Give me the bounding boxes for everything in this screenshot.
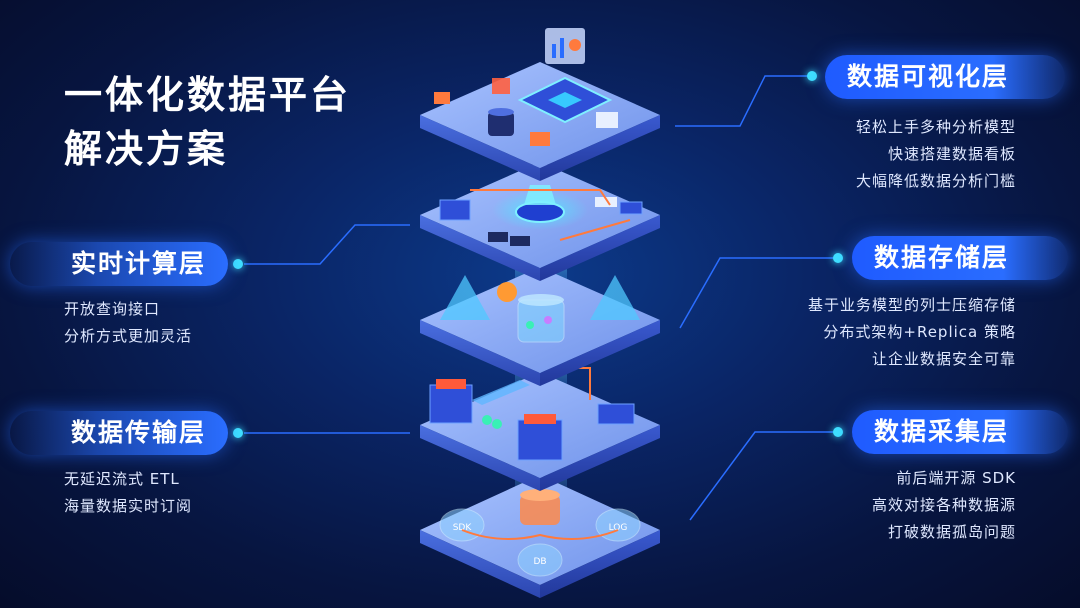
leader-dot-visualization: [807, 71, 817, 81]
desc-line: 前后端开源 SDK: [896, 469, 1016, 487]
platform-layer-compute: [420, 162, 660, 281]
platform-layer-storage: [420, 267, 660, 386]
emoji-icon: [497, 282, 517, 302]
transport-box-right: [517, 419, 563, 461]
layer-desc-collection: 前后端开源 SDK 高效对接各种数据源 打破数据孤岛问题: [872, 465, 1016, 546]
dome-sdk-label: SDK: [453, 523, 473, 533]
dome-db-label: DB: [533, 557, 546, 567]
title-line-2: 解决方案: [64, 127, 229, 171]
leader-dot-transport: [233, 428, 243, 438]
server-cylinder: [488, 112, 514, 136]
layer-label-compute: 实时计算层: [10, 242, 228, 286]
desc-line: 轻松上手多种分析模型: [855, 118, 1016, 136]
desc-line: 大幅降低数据分析门槛: [855, 172, 1016, 190]
desc-line: 让企业数据安全可靠: [871, 350, 1016, 368]
layer-label-storage: 数据存储层: [852, 236, 1068, 280]
page-title: 一体化数据平台 解决方案: [64, 68, 351, 176]
dome-db: [517, 543, 563, 577]
platform-layer-collection: SDK DB LOG: [420, 475, 660, 598]
desc-line: 开放查询接口: [64, 300, 161, 318]
dome-log-label: LOG: [609, 523, 628, 533]
platform-layer-transport: [420, 367, 660, 491]
title-line-1: 一体化数据平台: [64, 73, 352, 117]
leader-line-storage: [679, 257, 838, 329]
platform-layer-visualization: [420, 28, 660, 181]
transport-conveyor: [472, 380, 530, 405]
leader-dot-collection: [833, 427, 843, 437]
leader-dot-storage: [833, 253, 843, 263]
layer-desc-visualization: 轻松上手多种分析模型 快速搭建数据看板 大幅降低数据分析门槛: [856, 114, 1016, 195]
leader-line-visualization: [675, 75, 812, 127]
desc-line: 基于业务模型的列士压缩存储: [807, 296, 1016, 314]
db-cylinder: [520, 495, 560, 525]
transport-box-left: [429, 384, 473, 424]
leader-line-collection: [689, 431, 838, 521]
desc-line: 高效对接各种数据源: [871, 496, 1016, 514]
desc-line: 打破数据孤岛问题: [887, 523, 1016, 541]
storage-cone-left: [440, 275, 490, 320]
layer-desc-storage: 基于业务模型的列士压缩存储 分布式架构+Replica 策略 让企业数据安全可靠: [808, 292, 1016, 373]
layer-label-transport: 数据传输层: [10, 411, 228, 455]
desc-line: 海量数据实时订阅: [64, 497, 193, 515]
leader-line-compute: [244, 224, 410, 265]
desc-line: 快速搭建数据看板: [887, 145, 1016, 163]
desc-line: 分布式架构+Replica 策略: [823, 323, 1016, 341]
layer-label-visualization: 数据可视化层: [825, 55, 1065, 99]
leader-dot-compute: [233, 259, 243, 269]
layer-desc-transport: 无延迟流式 ETL 海量数据实时订阅: [64, 466, 192, 520]
storage-cone-right: [590, 275, 640, 320]
desc-line: 分析方式更加灵活: [64, 327, 193, 345]
layer-label-collection: 数据采集层: [852, 410, 1068, 454]
layer-desc-compute: 开放查询接口 分析方式更加灵活: [64, 296, 192, 350]
desc-line: 无延迟流式 ETL: [64, 470, 180, 488]
storage-tank: [517, 299, 565, 343]
